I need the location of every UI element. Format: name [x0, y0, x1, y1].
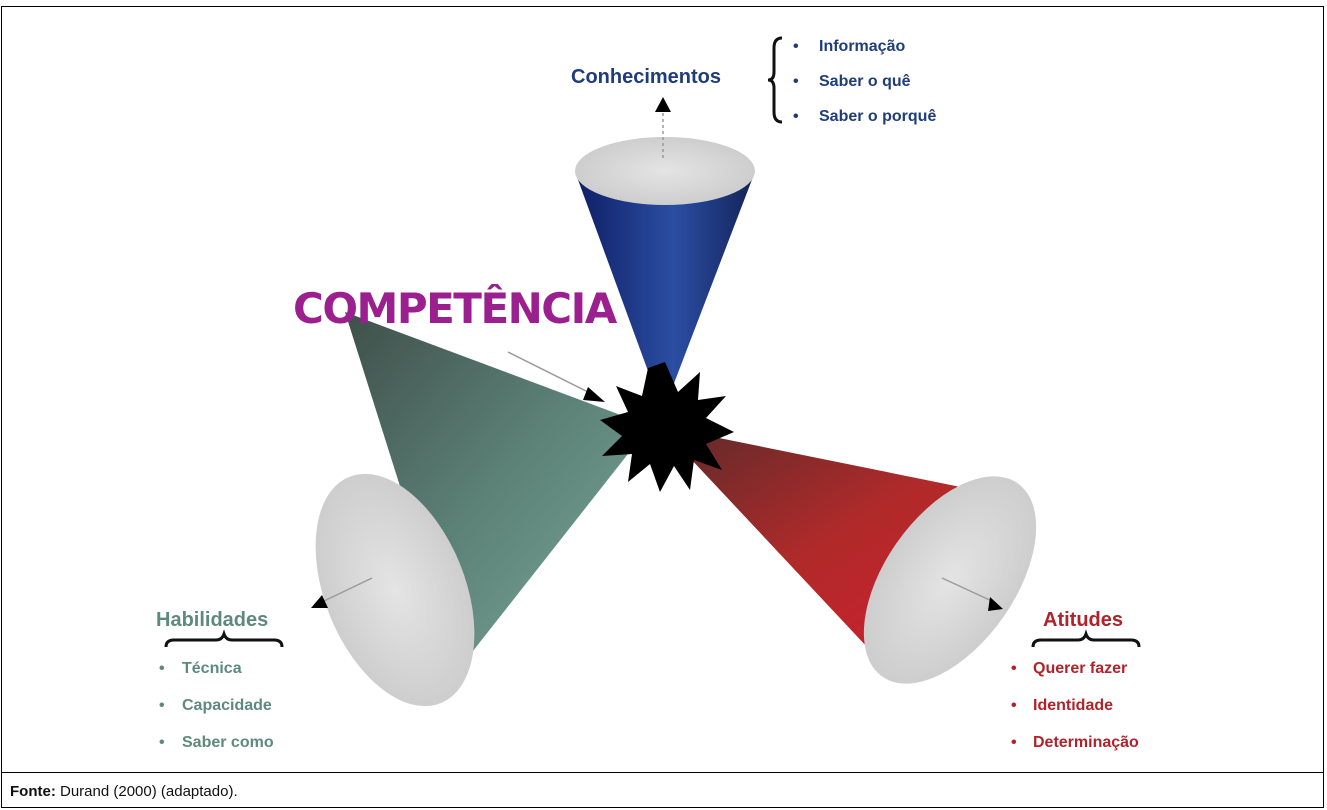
competencia-title: COMPETÊNCIA	[293, 283, 618, 333]
atitudes-item: Querer fazer	[1033, 660, 1127, 677]
habilidades-heading: Habilidades	[156, 609, 268, 631]
habilidades-bullet: •	[159, 697, 165, 714]
competencia-diagram: COMPETÊNCIA Conhecimentos • Informação •…	[156, 36, 1141, 751]
atitudes-bullet: •	[1011, 697, 1017, 714]
atitudes-item: Identidade	[1033, 697, 1113, 714]
atitudes-bullet: •	[1011, 660, 1017, 677]
conhecimentos-bullet: •	[793, 73, 799, 90]
atitudes-cone	[660, 426, 1037, 684]
habilidades-item: Saber como	[182, 734, 274, 751]
habilidades-item: Técnica	[182, 660, 242, 677]
source-label: Fonte:	[10, 783, 56, 800]
conhecimentos-heading: Conhecimentos	[571, 66, 721, 88]
atitudes-item: Determinação	[1033, 734, 1139, 751]
axis-arrows	[321, 112, 995, 603]
up-arrowhead-icon	[655, 97, 671, 112]
competencia-arrow	[507, 351, 605, 402]
atitudes-brace	[1031, 629, 1141, 648]
conhecimentos-bullet: •	[793, 108, 799, 125]
conhecimentos-item: Saber o porquê	[819, 108, 936, 125]
atitudes-heading: Atitudes	[1043, 609, 1123, 631]
habilidades-bullet: •	[159, 660, 165, 677]
starburst-icon	[600, 362, 734, 492]
conhecimentos-item: Informação	[819, 38, 905, 55]
habilidades-brace	[164, 629, 284, 648]
competencia-arrowhead-icon	[583, 387, 605, 402]
habilidades-bullet: •	[159, 734, 165, 751]
source-text: Durand (2000) (adaptado).	[60, 783, 238, 800]
habilidades-list: • Técnica • Capacidade • Saber como	[159, 660, 274, 751]
habilidades-cone	[315, 312, 650, 707]
left-arrowhead-icon	[311, 595, 328, 608]
right-arrowhead-icon	[988, 597, 1003, 611]
conhecimentos-list: • Informação • Saber o quê • Saber o por…	[793, 38, 936, 125]
conhecimentos-brace	[767, 36, 783, 124]
source-caption: Fonte: Durand (2000) (adaptado).	[2, 772, 1323, 807]
habilidades-item: Capacidade	[182, 697, 272, 714]
conhecimentos-bullet: •	[793, 38, 799, 55]
figure-frame: Fonte: Durand (2000) (adaptado).	[1, 6, 1324, 808]
conhecimentos-item: Saber o quê	[819, 73, 911, 90]
atitudes-bullet: •	[1011, 734, 1017, 751]
atitudes-list: • Querer fazer • Identidade • Determinaç…	[1011, 660, 1139, 751]
conhecimentos-cone	[575, 137, 755, 412]
